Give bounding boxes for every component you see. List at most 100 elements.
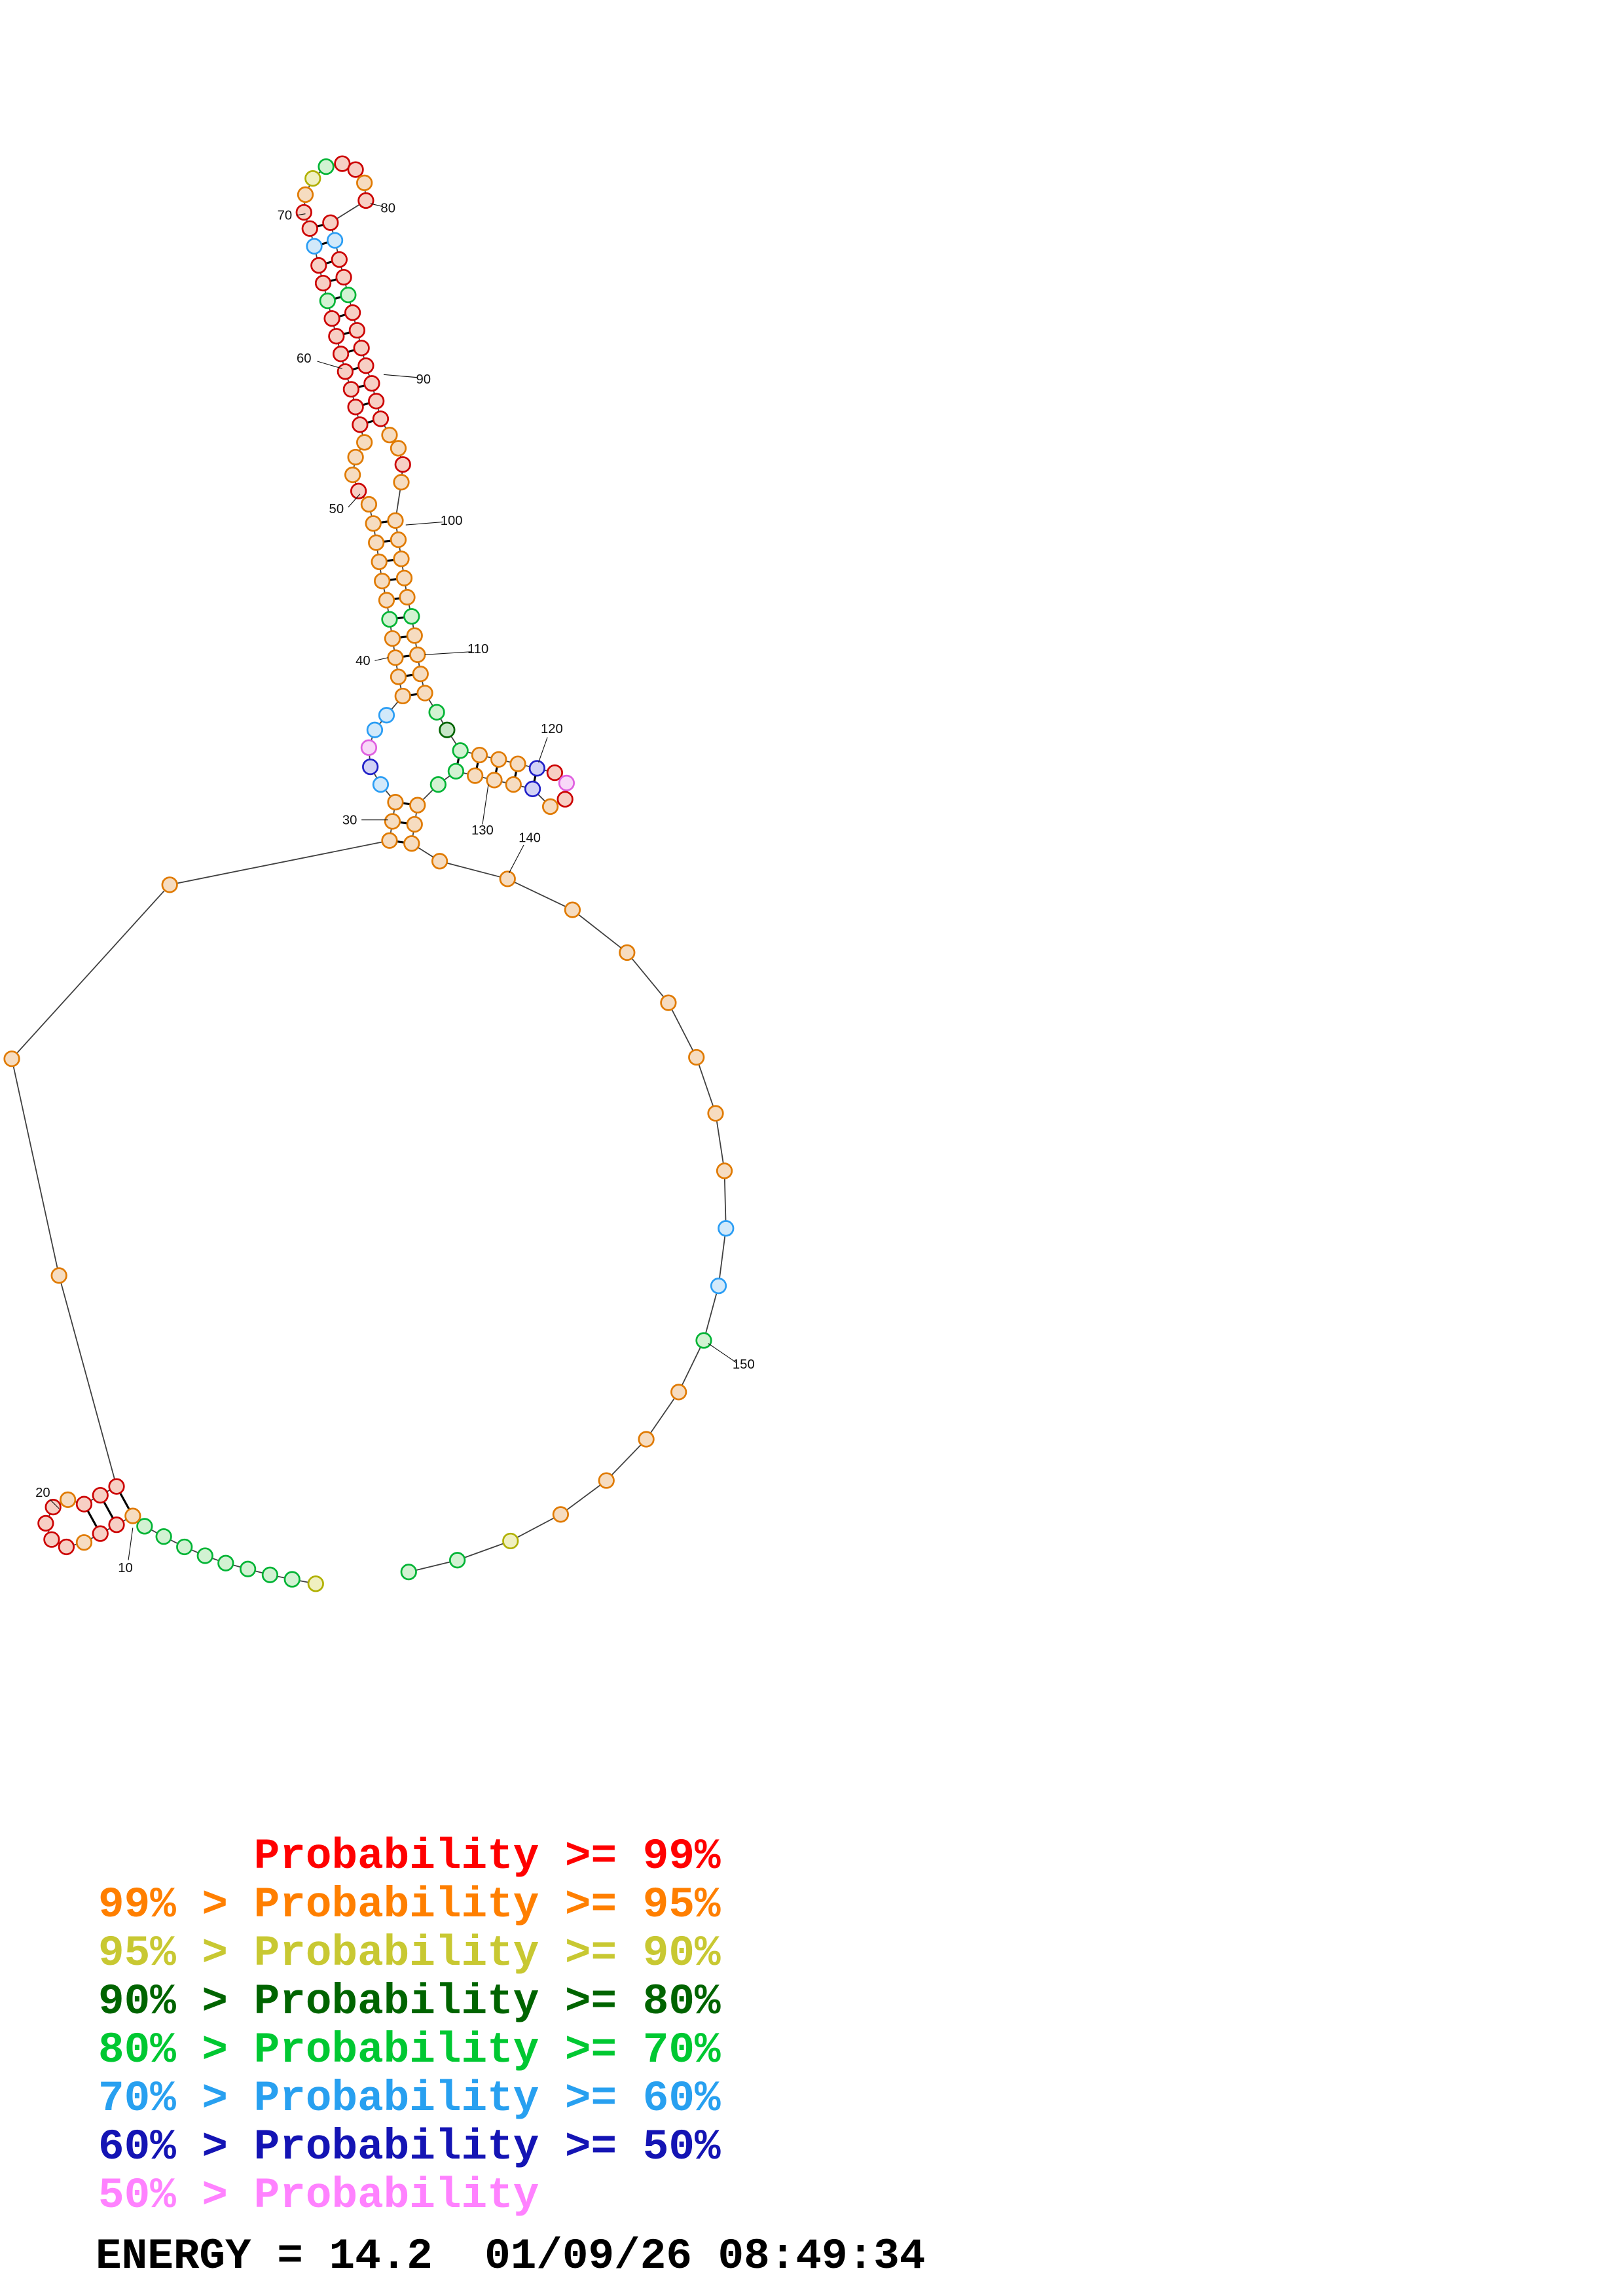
nucleotide-node-prob-50-60 <box>524 780 541 797</box>
nucleotide-node-prob-70-80 <box>283 1571 301 1588</box>
nucleotide-node-prob-ge-99 <box>352 416 369 433</box>
nucleotide-node-prob-70-80 <box>428 704 445 721</box>
nucleotide-node-prob-ge-99 <box>372 410 390 427</box>
energy-line: ENERGY = 14.2 01/09/26 08:49:34 <box>96 2232 926 2281</box>
nucleotide-node-prob-ge-99 <box>344 304 361 321</box>
nucleotide-node-prob-95-99 <box>368 534 385 551</box>
nucleotide-node-prob-60-70 <box>326 232 344 249</box>
basepair-lines <box>83 221 538 1534</box>
nucleotide-node-prob-95-99 <box>75 1534 93 1551</box>
nucleotide-node-prob-95-99 <box>660 994 677 1011</box>
nucleotide-node-prob-95-99 <box>486 772 503 789</box>
nucleotide-node-prob-ge-99 <box>347 161 364 178</box>
nucleotide-node-prob-lt-50 <box>558 774 575 791</box>
nucleotide-node-prob-95-99 <box>688 1049 705 1066</box>
nucleotide-node-prob-ge-99 <box>347 399 364 416</box>
nucleotide-node-prob-95-99 <box>406 816 423 833</box>
nucleotide-node-prob-95-99 <box>409 646 426 663</box>
nucleotide-node-prob-95-99 <box>638 1431 655 1448</box>
nucleotide-node-prob-95-99 <box>390 440 407 457</box>
position-label-line <box>296 213 306 216</box>
nucleotide-node-prob-70-80 <box>695 1332 712 1349</box>
nucleotide-node-prob-ge-99 <box>323 310 340 327</box>
nucleotide-node-prob-95-99 <box>390 668 407 685</box>
nucleotide-node-prob-90-95 <box>307 1575 324 1592</box>
position-label: 20 <box>35 1486 50 1500</box>
nucleotide-node-prob-ge-99 <box>322 214 339 231</box>
nucleotide-node-prob-ge-99 <box>58 1538 75 1556</box>
position-label-line <box>370 203 382 207</box>
nucleotide-node-prob-95-99 <box>124 1507 141 1524</box>
nucleotide-node-prob-70-80 <box>176 1538 193 1556</box>
legend-entry: 80% > Probability >= 70% <box>98 2026 721 2075</box>
position-label: 140 <box>519 831 541 845</box>
position-label-line <box>425 651 471 655</box>
nucleotide-node-prob-95-99 <box>416 685 433 702</box>
nucleotide-node-prob-90-95 <box>304 170 321 187</box>
nucleotide-node-prob-95-99 <box>297 186 314 204</box>
nucleotide-node-prob-ge-99 <box>357 357 374 374</box>
nucleotide-node-prob-70-80 <box>155 1528 172 1545</box>
nucleotide-node-prob-70-80 <box>196 1547 213 1564</box>
nucleotide-node-prob-70-80 <box>400 1564 417 1581</box>
nucleotide-node-prob-95-99 <box>394 687 411 705</box>
nucleotide-node-prob-60-70 <box>372 776 390 793</box>
nucleotide-node-prob-95-99 <box>467 767 484 784</box>
nucleotide-node-prob-ge-99 <box>363 375 380 392</box>
position-label-line <box>509 844 524 874</box>
nucleotide-node-prob-70-80 <box>239 1560 257 1577</box>
nucleotide-node-prob-95-99 <box>564 901 581 918</box>
nucleotide-node-prob-95-99 <box>3 1050 20 1067</box>
position-label-line <box>708 1343 737 1363</box>
nucleotide-node-prob-ge-99 <box>328 328 345 345</box>
nucleotide-node-prob-95-99 <box>393 474 410 491</box>
nucleotide-node-prob-ge-99 <box>332 346 350 363</box>
nucleotide-node-prob-70-80 <box>403 608 420 625</box>
nucleotide-node-prob-60-70 <box>718 1220 735 1237</box>
nucleotide-node-prob-95-99 <box>381 427 398 444</box>
nucleotide-node-prob-ge-99 <box>335 268 352 286</box>
legend: Probability >= 99%99% > Probability >= 9… <box>98 1833 721 2220</box>
position-label-line <box>405 522 443 526</box>
position-label: 60 <box>297 351 312 366</box>
position-label-line <box>50 1499 60 1509</box>
nucleotide-node-prob-ge-99 <box>353 340 370 357</box>
nucleotide-node-prob-95-99 <box>384 813 401 830</box>
nucleotide-node-prob-95-99 <box>490 751 507 768</box>
nucleotide-node-prob-95-99 <box>387 794 404 811</box>
position-label: 100 <box>441 514 463 528</box>
nucleotide-node-prob-95-99 <box>50 1267 67 1284</box>
nucleotide-node-prob-50-60 <box>362 758 379 776</box>
nucleotide-node-prob-95-99 <box>161 876 178 893</box>
position-label-line <box>374 657 388 661</box>
legend-entry: 60% > Probability >= 50% <box>98 2123 721 2172</box>
nucleotide-node-prob-ge-99 <box>301 220 318 237</box>
legend-entry: 70% > Probability >= 60% <box>98 2074 721 2123</box>
nucleotide-node-prob-95-99 <box>670 1384 687 1401</box>
position-label-line <box>348 493 361 508</box>
position-label: 120 <box>541 722 563 736</box>
nucleotide-node-prob-ge-99 <box>546 764 563 781</box>
nucleotide-node-prob-ge-99 <box>350 482 367 499</box>
nucleotide-node-prob-95-99 <box>716 1162 733 1179</box>
nucleotide-node-prob-95-99 <box>412 666 429 683</box>
legend-entry: 50% > Probability <box>98 2171 539 2220</box>
nucleotide-node-prob-ge-99 <box>342 381 359 398</box>
position-label: 30 <box>342 813 357 827</box>
legend-entry: 90% > Probability >= 80% <box>98 1977 721 2026</box>
nucleotide-node-prob-50-60 <box>528 760 545 777</box>
nucleotide-node-prob-ge-99 <box>37 1515 54 1532</box>
nucleotide-node-prob-95-99 <box>505 776 522 793</box>
nucleotide-node-prob-95-99 <box>374 573 391 590</box>
nucleotide-node-prob-60-70 <box>710 1278 727 1295</box>
legend-entry: 95% > Probability >= 90% <box>98 1929 721 1978</box>
position-label: 70 <box>278 209 293 223</box>
position-label-line <box>538 737 548 763</box>
nucleotide-node-prob-ge-99 <box>556 791 574 808</box>
nucleotide-node-prob-ge-99 <box>108 1516 125 1534</box>
legend-entry: 99% > Probability >= 95% <box>98 1880 721 1929</box>
nucleotide-node-prob-70-80 <box>381 611 398 628</box>
